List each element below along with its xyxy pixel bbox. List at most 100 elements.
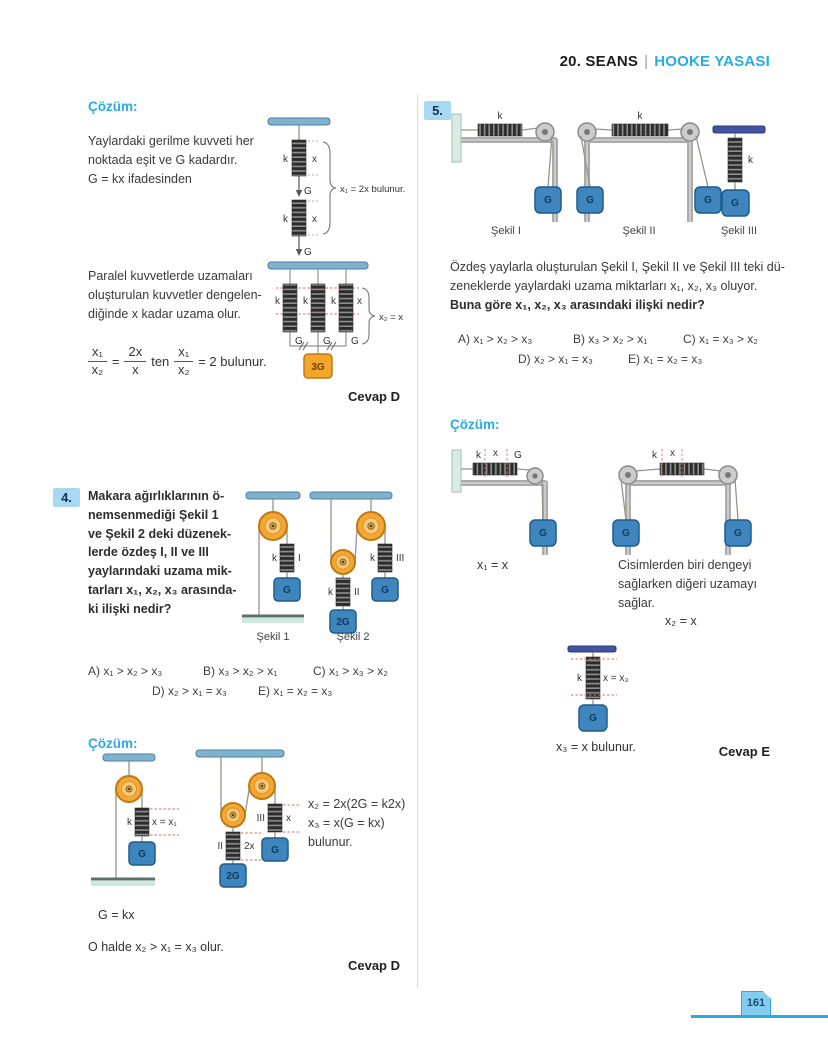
page-header: 20. SEANS|HOOKE YASASI: [380, 53, 770, 70]
page-number-tab: 161: [741, 991, 771, 1017]
answer-label-2: Cevap D: [347, 958, 400, 973]
svg-text:k: k: [638, 111, 644, 122]
brace: [322, 141, 337, 235]
spring-1: [291, 139, 307, 177]
question-number-4: 4.: [53, 488, 80, 507]
svg-text:k: k: [275, 296, 281, 307]
column-divider: [417, 95, 418, 988]
svg-text:k: k: [370, 553, 376, 564]
fig-parallel-springs: k k k x G G G 3G x₂ = x: [267, 261, 403, 379]
spring-2: [291, 199, 307, 237]
spring-3: [338, 283, 354, 333]
sol5-result3: x₃ = x bulunur.: [556, 740, 636, 754]
spring-k: [472, 462, 518, 476]
svg-text:x: x: [286, 813, 291, 824]
svg-text:Şekil 2: Şekil 2: [336, 631, 369, 643]
svg-text:III: III: [396, 553, 404, 564]
q5-option-e: E) x₁ = x₂ = x₃: [628, 352, 703, 366]
svg-text:2G: 2G: [336, 617, 350, 628]
svg-text:II: II: [217, 841, 223, 852]
session-title: 20. SEANS: [559, 53, 639, 70]
spring-II: [225, 831, 241, 861]
svg-text:G: G: [589, 713, 597, 724]
svg-text:2G: 2G: [226, 871, 240, 882]
weight-g: [534, 186, 562, 214]
svg-text:G: G: [295, 336, 303, 347]
footer-line: [691, 1015, 828, 1018]
pulley-fixed: [248, 772, 276, 800]
fig-q5-solution: k x G G k x G G: [451, 448, 752, 555]
q4-option-d: D) x₂ > x₁ = x₃: [152, 684, 227, 698]
sol4-equations: x₂ = 2x(2G = k2x) x₃ = x(G = kx) bulunur…: [308, 797, 406, 849]
svg-text:III: III: [257, 813, 265, 824]
svg-text:G: G: [304, 186, 312, 197]
question-number-5: 5.: [424, 101, 451, 120]
svg-text:II: II: [354, 587, 360, 598]
weight-g: [578, 704, 608, 732]
solution1-paragraph2: Paralel kuvvetlerde uzamaları oluşturula…: [88, 269, 262, 321]
svg-text:G: G: [514, 450, 522, 461]
svg-text:G: G: [381, 585, 389, 596]
ceiling-bar: [267, 117, 331, 126]
svg-text:x: x: [312, 154, 317, 165]
q4-option-a: A) x₁ > x₂ > x₃: [88, 664, 163, 678]
question5-paragraph: Özdeş yaylarla oluşturulan Şekil I, Şeki…: [450, 260, 785, 293]
wall: [451, 449, 462, 493]
fig-series-springs: k x G k x G x₁ = 2x bulunur.: [267, 117, 405, 258]
svg-text:Şekil I: Şekil I: [491, 225, 521, 237]
weight-g: [612, 519, 640, 547]
svg-text:Şekil III: Şekil III: [721, 225, 757, 237]
svg-text:k: k: [476, 450, 482, 461]
svg-text:Şekil 1: Şekil 1: [256, 631, 289, 643]
pulley-movable: [220, 802, 246, 828]
svg-text:Şekil II: Şekil II: [622, 225, 655, 237]
force-arrow: [295, 249, 303, 256]
svg-text:G: G: [734, 528, 742, 539]
svg-text:G: G: [304, 247, 312, 258]
sol5-note: Cisimlerden biri dengeyi sağlarken diğer…: [618, 558, 757, 610]
svg-text:G: G: [283, 585, 291, 596]
topic-title: HOOKE YASASI: [654, 53, 770, 70]
spring-k: [611, 123, 669, 137]
corner-pulley: [577, 122, 597, 142]
svg-text:x = x₁: x = x₁: [152, 817, 177, 828]
weight-g: [576, 186, 604, 214]
pulley-fixed: [356, 511, 386, 541]
corner-pulley: [680, 122, 700, 142]
svg-text:k: k: [283, 154, 289, 165]
spring-III: [267, 803, 283, 833]
svg-text:G: G: [271, 845, 279, 856]
sol5-result2: x₂ = x: [665, 614, 697, 628]
svg-text:k: k: [577, 673, 583, 684]
weight-g: [724, 519, 752, 547]
brace: [361, 287, 376, 345]
svg-text:I: I: [298, 553, 301, 564]
weight-g: [721, 189, 750, 217]
pulley-movable: [330, 549, 356, 575]
svg-text:x: x: [670, 448, 675, 459]
corner-pulley: [718, 465, 738, 485]
fig-q4-solution: k x = x₁ G III x G: [91, 749, 301, 888]
fig-q4-pulleys: k I G Şekil 1 k III G: [242, 491, 404, 643]
force-arrow: [295, 190, 303, 197]
svg-text:k: k: [303, 296, 309, 307]
svg-text:k: k: [331, 296, 337, 307]
ceiling-bar: [267, 261, 369, 270]
frame-tube: [625, 480, 731, 555]
corner-pulley: [535, 122, 555, 142]
weight-g: [273, 577, 301, 602]
svg-text:x₁ = 2x bulunur.: x₁ = 2x bulunur.: [340, 184, 405, 195]
wall: [451, 113, 462, 163]
sol5-result1: x₁ = x: [477, 558, 508, 572]
svg-text:x = x₃: x = x₃: [603, 673, 628, 684]
ceiling-bar: [567, 645, 617, 653]
svg-text:G: G: [586, 195, 594, 206]
svg-text:G: G: [622, 528, 630, 539]
svg-text:x: x: [312, 214, 317, 225]
weight-g: [261, 837, 289, 862]
solution-label-2: Çözüm:: [88, 736, 138, 751]
